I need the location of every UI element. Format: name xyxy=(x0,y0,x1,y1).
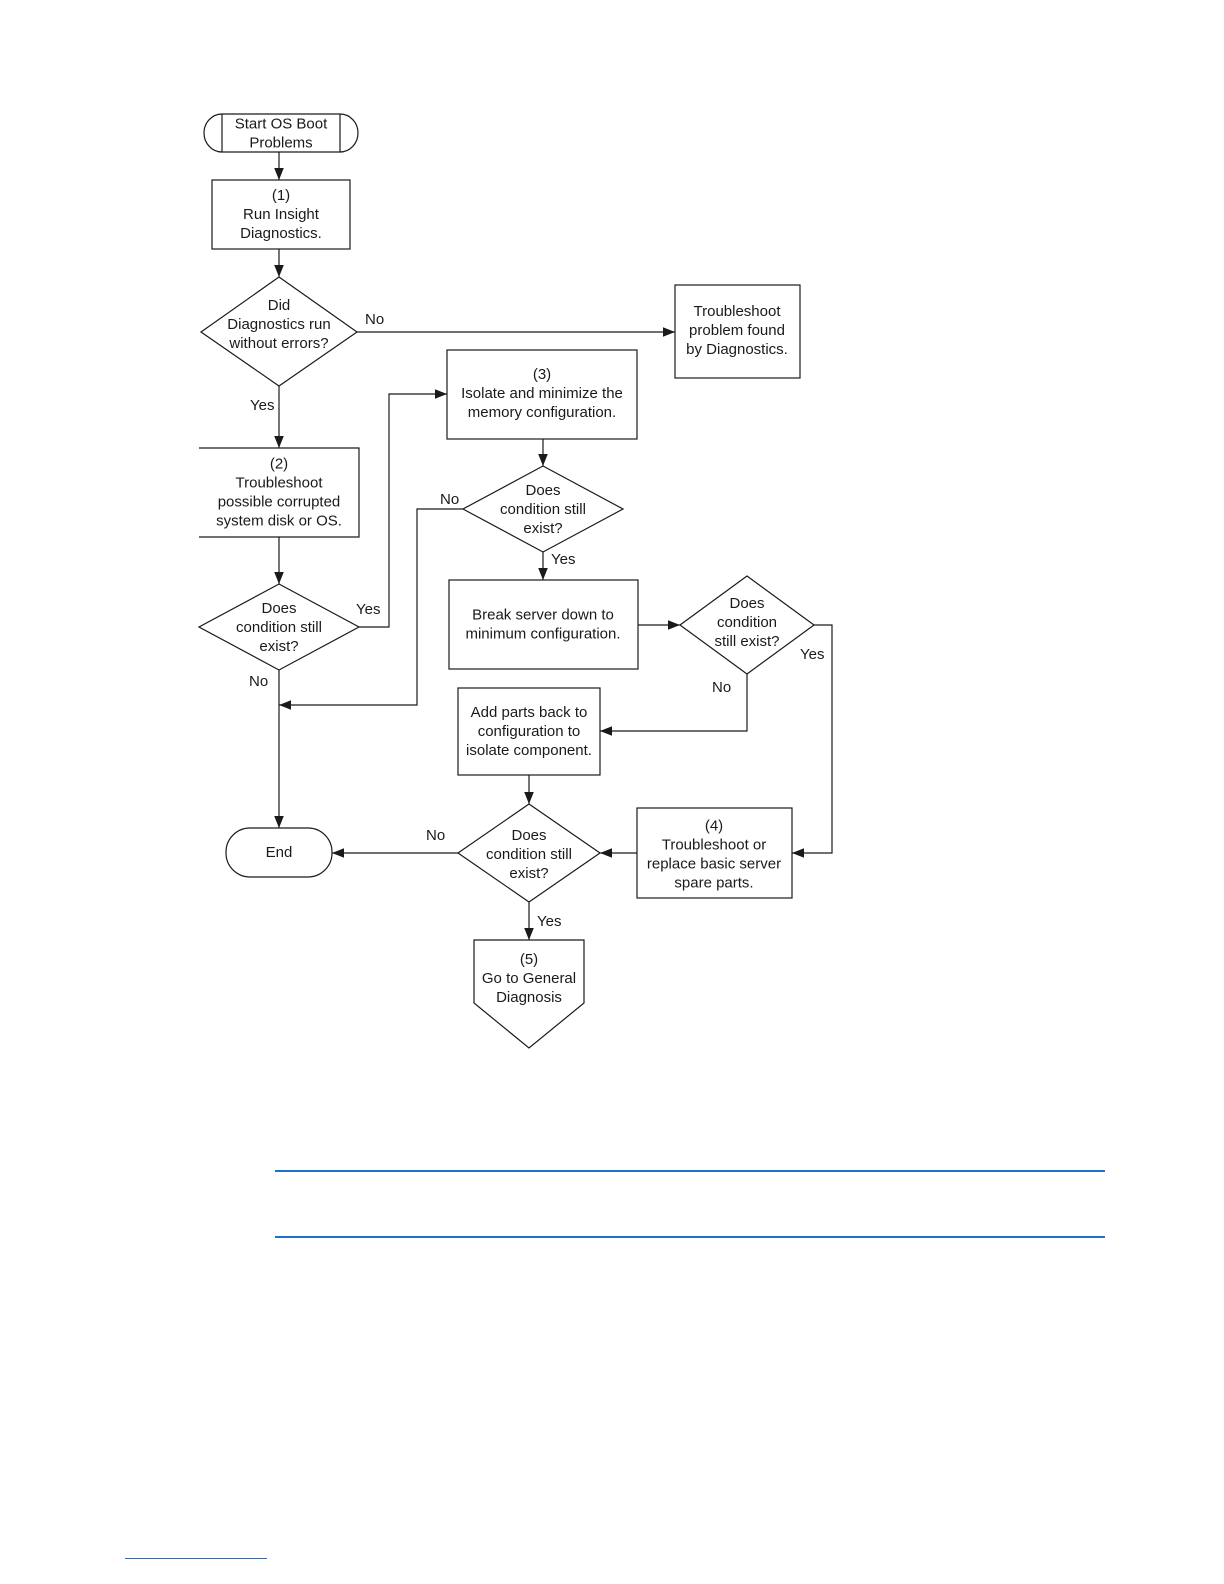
decision-condition-after-disk: Does condition still exist? xyxy=(197,583,361,671)
edge-memory-decision-yes-label: Yes xyxy=(551,551,575,568)
node-replace-spare-parts: (4) Troubleshoot or replace basic server sp… xyxy=(636,807,793,899)
decision-condition-after-disk-label: Does condition still exist? xyxy=(236,600,322,655)
node-add-parts-back: Add parts back to configuration to isolate… xyxy=(457,687,601,776)
label-line: (1) xyxy=(272,187,290,204)
edge-breakdown-decision-yes: Yes xyxy=(792,624,833,858)
decision-condition-final: Does condition still exist? xyxy=(456,803,602,903)
label-line: Diagnosis xyxy=(496,989,562,1006)
footnote-rule xyxy=(125,1558,267,1559)
edge-disk-decision-yes: Yes xyxy=(356,389,447,628)
decision-condition-after-breakdown: Does condition still exist? xyxy=(678,575,816,675)
node-break-server-down-label: Break server down to minimum configuratio… xyxy=(465,607,620,643)
divider-bottom xyxy=(275,1236,1105,1238)
node-isolate-memory: (3) Isolate and minimize the memory config… xyxy=(446,349,638,440)
edge-diagnostics-yes-label: Yes xyxy=(250,397,274,414)
label-line: Troubleshoot or xyxy=(662,837,767,854)
label-line: End xyxy=(266,844,293,861)
label-line: (2) xyxy=(270,456,288,473)
label-line: exist? xyxy=(509,865,548,882)
label-line: Does xyxy=(525,482,560,499)
label-line: condition still xyxy=(236,619,322,636)
edge-diagnostics-yes: Yes xyxy=(250,386,284,448)
label-line: exist? xyxy=(523,520,562,537)
node-troubleshoot-diagnostics-problem: Troubleshoot problem found by Diagnostics. xyxy=(674,284,801,379)
edge-memory-decision-yes: Yes xyxy=(538,551,575,580)
label-line: isolate component. xyxy=(466,742,592,759)
label-line: system disk or OS. xyxy=(216,513,342,530)
edge-final-decision-no: No xyxy=(332,827,458,858)
node-isolate-memory-label: (3) Isolate and minimize the memory config… xyxy=(461,366,623,421)
decision-condition-after-memory: Does condition still exist? xyxy=(461,465,625,553)
label-line: Troubleshoot xyxy=(236,475,324,492)
edge-breakdown-decision-no: No xyxy=(600,674,748,736)
node-troubleshoot-diagnostics-problem-label: Troubleshoot problem found by Diagnostics. xyxy=(686,303,788,358)
edge-breakdown-decision-yes-label: Yes xyxy=(800,646,824,663)
label-line: Problems xyxy=(249,135,312,152)
node-troubleshoot-system-disk: (2) Troubleshoot possible corrupted system … xyxy=(199,447,360,538)
edge-disk-decision-no-label: No xyxy=(249,673,268,690)
label-line: condition still xyxy=(500,501,586,518)
label-line: condition xyxy=(717,614,777,631)
edge-diagnostics-no-label: No xyxy=(365,311,384,328)
edge-memory-decision-no: No xyxy=(279,491,463,710)
label-line: without errors? xyxy=(228,335,328,352)
label-line: condition still xyxy=(486,846,572,863)
node-troubleshoot-system-disk-label: (2) Troubleshoot possible corrupted system … xyxy=(216,456,342,530)
label-line: by Diagnostics. xyxy=(686,341,788,358)
label-line: Diagnostics run xyxy=(227,316,330,333)
label-line: (5) xyxy=(520,951,538,968)
edge-final-decision-no-label: No xyxy=(426,827,445,844)
label-line: replace basic server xyxy=(647,856,781,873)
edge-disk-decision-yes-label: Yes xyxy=(356,601,380,618)
label-line: Did xyxy=(268,297,291,314)
node-end-label: End xyxy=(266,844,293,861)
label-line: still exist? xyxy=(714,633,779,650)
decision-condition-after-breakdown-label: Does condition still exist? xyxy=(714,595,779,650)
edge-breakdown-decision-no-label: No xyxy=(712,679,731,696)
label-line: Does xyxy=(729,595,764,612)
label-line: problem found xyxy=(689,322,785,339)
label-line: Go to General xyxy=(482,970,576,987)
label-line: Add parts back to xyxy=(471,704,588,721)
label-line: minimum configuration. xyxy=(465,626,620,643)
label-line: configuration to xyxy=(478,723,581,740)
edge-disk-decision-no: No xyxy=(249,670,284,828)
label-line: Break server down to xyxy=(472,607,614,624)
label-line: spare parts. xyxy=(674,875,753,892)
decision-condition-final-label: Does condition still exist? xyxy=(486,827,572,882)
edge-final-decision-yes: Yes xyxy=(524,902,561,940)
node-add-parts-back-label: Add parts back to configuration to isolate… xyxy=(466,704,592,759)
divider-top xyxy=(275,1170,1105,1172)
label-line: Run Insight xyxy=(243,206,320,223)
label-line: Does xyxy=(511,827,546,844)
label-line: (4) xyxy=(705,818,723,835)
edge-diagnostics-no: No xyxy=(357,311,675,337)
edge-final-decision-yes-label: Yes xyxy=(537,913,561,930)
label-line: Start OS Boot xyxy=(235,116,328,133)
label-line: Does xyxy=(261,600,296,617)
label-line: memory configuration. xyxy=(468,404,616,421)
label-line: Isolate and minimize the xyxy=(461,385,623,402)
label-line: exist? xyxy=(259,638,298,655)
edge-memory-decision-no-label: No xyxy=(440,491,459,508)
node-end: End xyxy=(225,827,333,878)
label-line: Diagnostics. xyxy=(240,225,322,242)
label-line: possible corrupted xyxy=(218,494,341,511)
label-line: Troubleshoot xyxy=(694,303,782,320)
node-break-server-down: Break server down to minimum configuratio… xyxy=(448,579,639,670)
decision-condition-after-memory-label: Does condition still exist? xyxy=(500,482,586,537)
node-replace-spare-parts-label: (4) Troubleshoot or replace basic server sp… xyxy=(647,818,781,892)
label-line: (3) xyxy=(533,366,551,383)
